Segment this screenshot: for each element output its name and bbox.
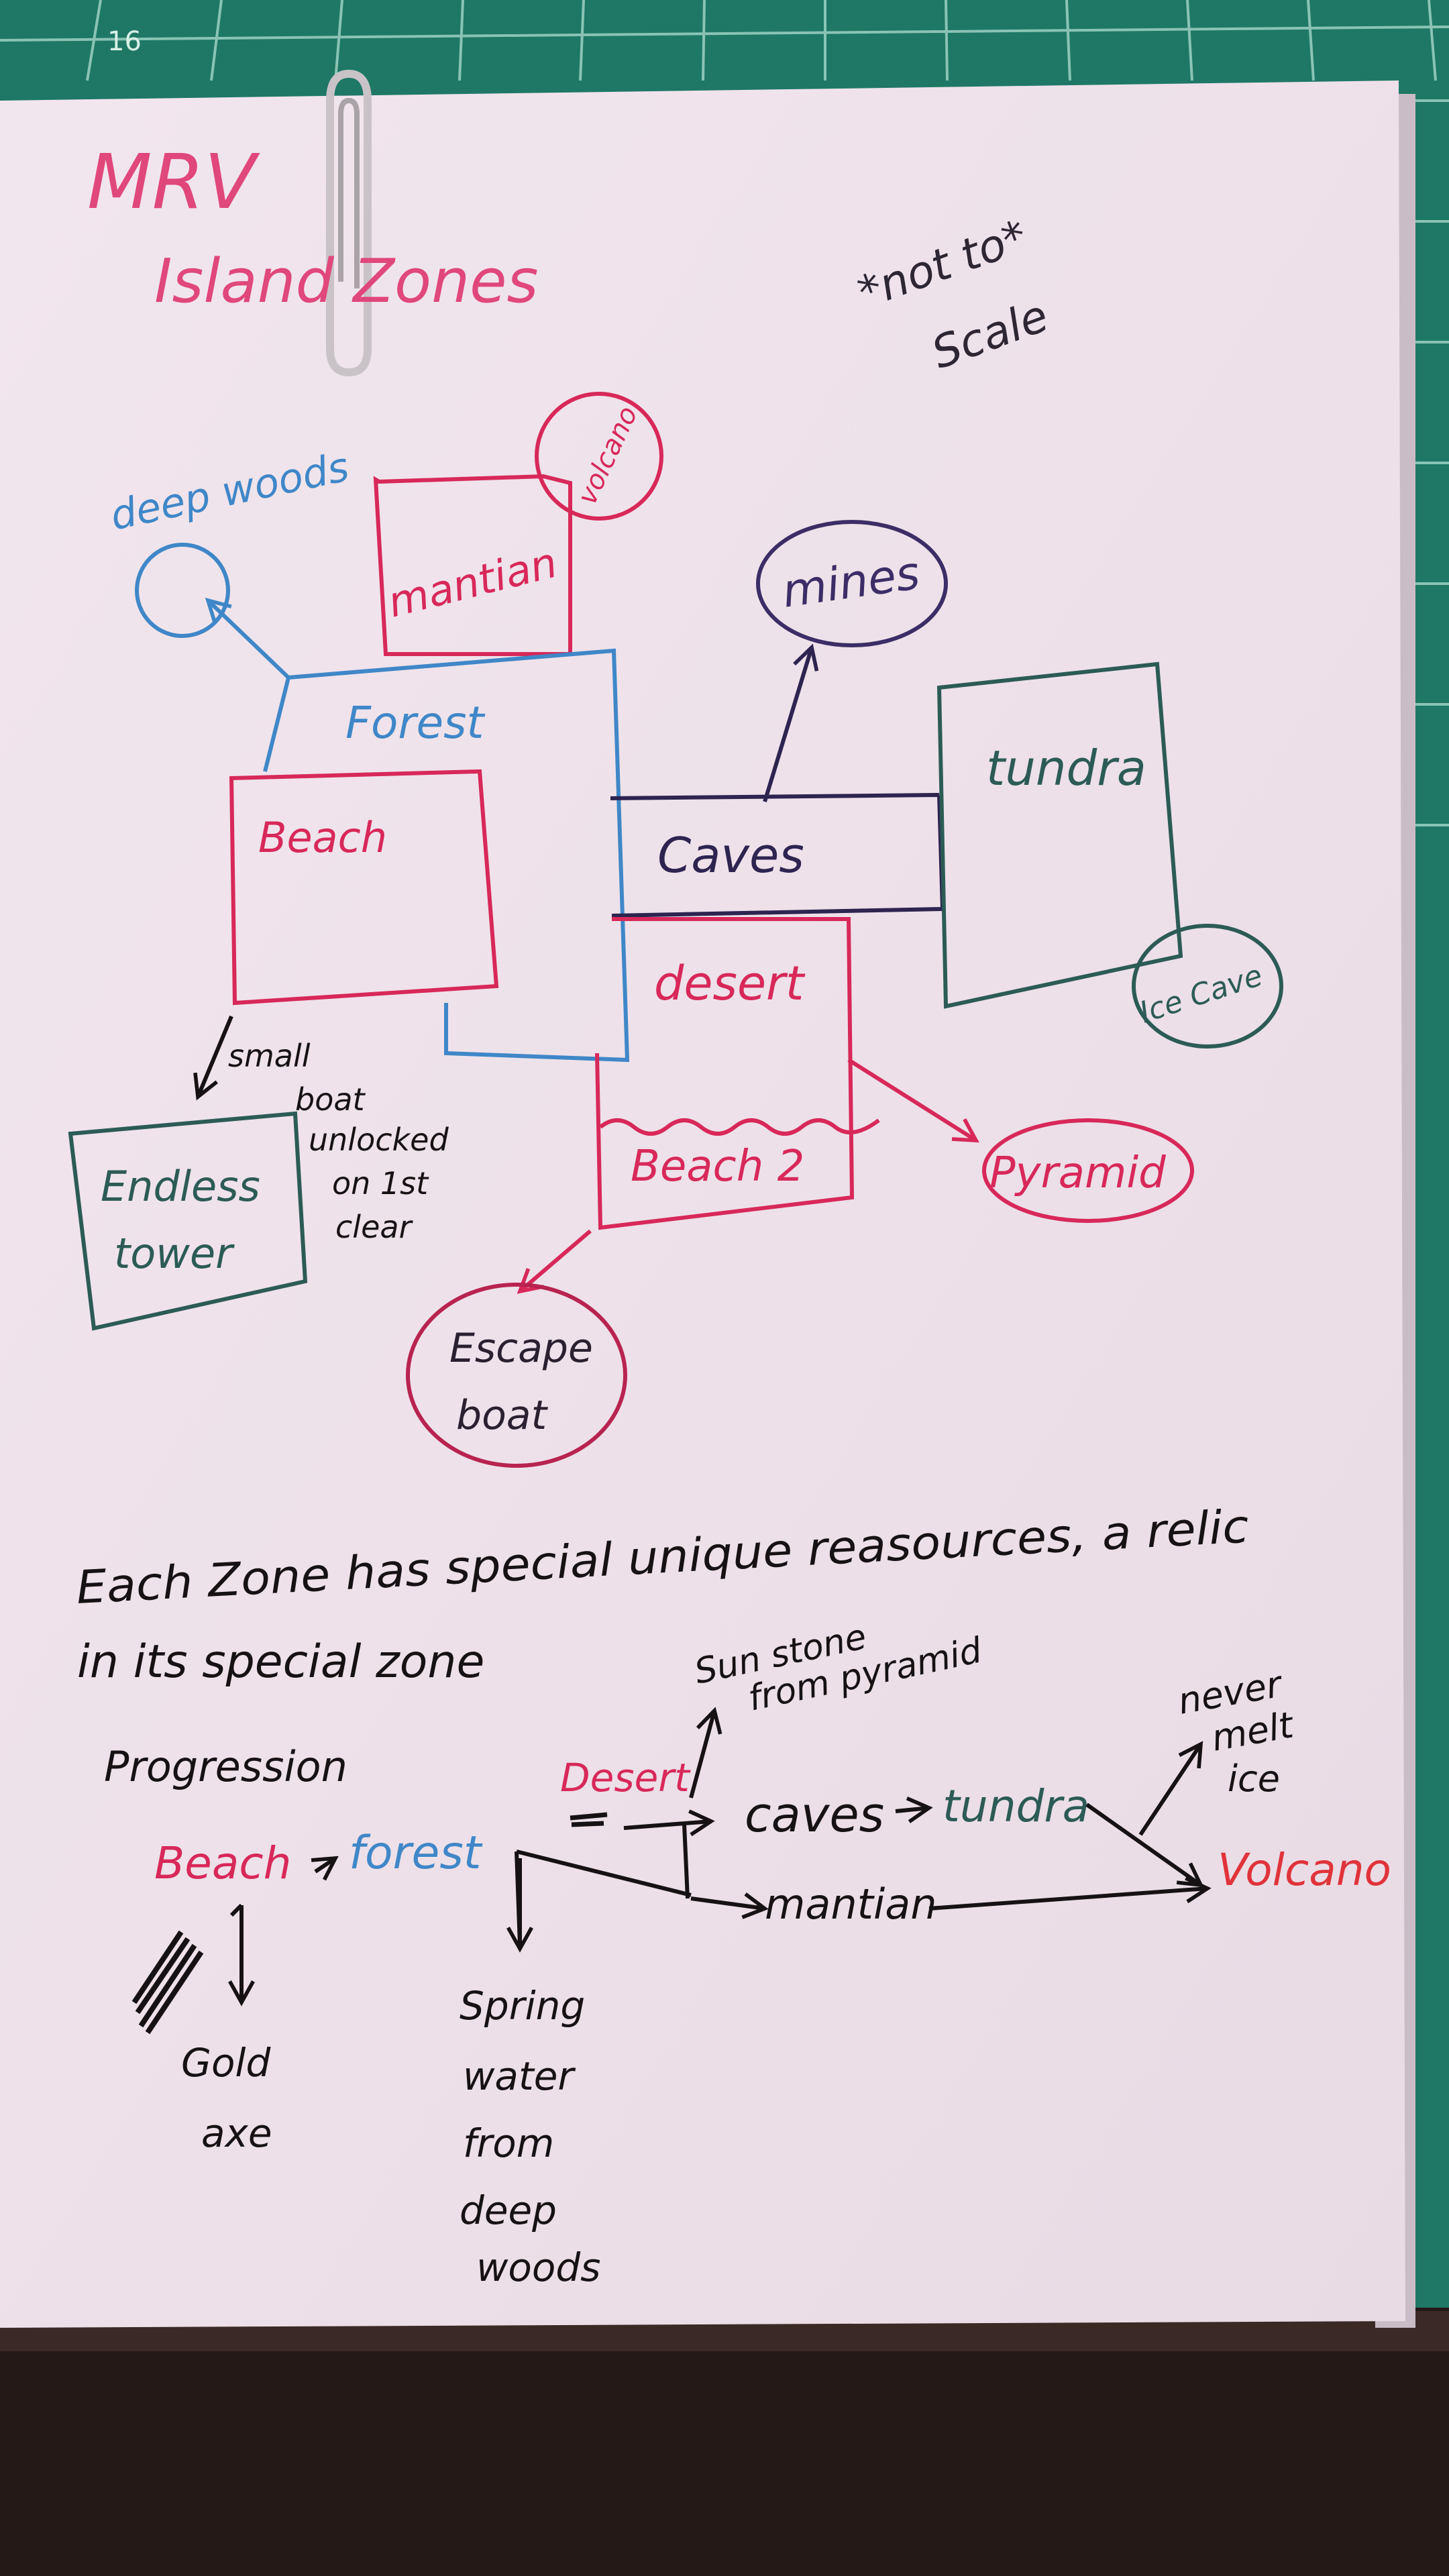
small-boat-line4: on 1st <box>332 1165 429 1201</box>
prog-gold-axe-line2: axe <box>201 2110 272 2156</box>
arrow-desert-caves <box>623 1809 715 1837</box>
escape-boat-arrow <box>517 1229 592 1294</box>
tundra-label: tundra <box>986 740 1146 796</box>
arrow-tundra-volcano <box>1085 1803 1204 1888</box>
small-boat-line1: small <box>228 1038 311 1074</box>
desert-label: desert <box>654 956 806 1011</box>
pyramid-arrow <box>847 1058 979 1143</box>
spring-water-note: Spring water from deep woods <box>460 1983 600 2290</box>
deep-woods-circle <box>135 543 230 638</box>
desert-vertical <box>682 1824 690 1899</box>
progression-heading: Progression <box>104 1742 347 1791</box>
description-line2: in its special zone <box>77 1635 484 1688</box>
progression: Progression Beach forest Gold axe Spring… <box>104 1617 1391 2290</box>
caves-label: Caves <box>657 827 804 883</box>
prog-beach: Beach <box>154 1837 291 1889</box>
paper-clip-inner <box>338 97 360 288</box>
endless-tower-line2: tower <box>114 1229 235 1278</box>
escape-boat-zone: Escape boat <box>406 1283 627 1468</box>
small-boat-line5: clear <box>335 1209 414 1245</box>
ice-cave-ellipse <box>1132 924 1283 1049</box>
arrow-mantian-volcano <box>928 1876 1212 1911</box>
endless-tower-zone: Endless tower <box>68 1015 308 1331</box>
prog-volcano: Volcano <box>1218 1844 1391 1896</box>
beach2-label: Beach 2 <box>631 1142 804 1191</box>
mat-number: 16 <box>107 26 142 57</box>
endless-tower-box <box>68 1111 308 1331</box>
prog-desert: Desert <box>560 1755 691 1801</box>
prog-caves: caves <box>745 1786 884 1843</box>
title: MRV Island Zones <box>87 139 538 317</box>
arrow-caves-tundra <box>895 1796 933 1823</box>
deep-woods-arrow <box>205 598 290 680</box>
endless-tower-line1: Endless <box>101 1162 260 1211</box>
table-surface <box>0 2308 1449 2576</box>
desert-zone: desert Beach 2 <box>517 917 979 1294</box>
forest-zone: Forest <box>263 648 630 1063</box>
arrow-tundra-ice <box>1138 1741 1203 1836</box>
mines-arrow <box>763 643 819 802</box>
never-melt-ice-note: never melt ice <box>1175 1662 1297 1800</box>
escape-boat-ellipse <box>406 1283 627 1468</box>
title-line2: Island Zones <box>154 246 538 317</box>
title-line1: MRV <box>87 139 260 226</box>
pyramid-zone: Pyramid <box>982 1118 1194 1223</box>
small-boat-note: small boat unlocked on 1st clear <box>228 1038 449 1245</box>
beach-label: Beach <box>258 813 387 862</box>
small-boat-line3: unlocked <box>309 1122 449 1158</box>
spring-line3: from <box>463 2121 554 2166</box>
pyramid-ellipse <box>982 1118 1194 1223</box>
mat-grid <box>0 0 1449 826</box>
desert-wave <box>599 1118 880 1136</box>
spring-line1: Spring <box>460 1983 585 2029</box>
beach-box <box>229 769 499 1006</box>
arrow-desert-sunstone <box>689 1707 722 1799</box>
arrow-beach-gold-axe <box>231 1903 241 2002</box>
escape-boat-line2: boat <box>456 1392 549 1439</box>
prog-tundra: tundra <box>943 1780 1089 1832</box>
mines-ellipse <box>756 520 948 647</box>
small-boat-line2: boat <box>295 1081 366 1118</box>
desert-box <box>595 917 855 1230</box>
arrow-beach-forest <box>311 1856 339 1881</box>
spring-line5: woods <box>476 2245 600 2290</box>
escape-boat-line1: Escape <box>449 1325 593 1372</box>
volcano-circle <box>535 392 663 521</box>
forest-outline <box>263 648 630 1063</box>
scribble <box>131 1930 204 2035</box>
prog-mantian: mantian <box>765 1880 937 1929</box>
arrow-desert-mantian <box>690 1892 769 1919</box>
paper-page <box>0 80 1405 2328</box>
spring-line2: water <box>463 2053 576 2099</box>
forest-label: Forest <box>345 697 485 749</box>
prog-forest: forest <box>349 1827 483 1880</box>
spring-line4: deep <box>460 2188 557 2233</box>
mantian-box <box>373 474 572 656</box>
never-line3: ice <box>1228 1758 1280 1800</box>
pyramid-label: Pyramid <box>989 1148 1166 1198</box>
paper-clip <box>326 69 372 377</box>
tundra-box <box>936 661 1183 1009</box>
desert-scratch <box>570 1812 608 1827</box>
prog-gold-axe-line1: Gold <box>181 2040 272 2086</box>
endless-tower-arrow <box>193 1015 233 1101</box>
beach-zone: Beach <box>229 769 499 1006</box>
